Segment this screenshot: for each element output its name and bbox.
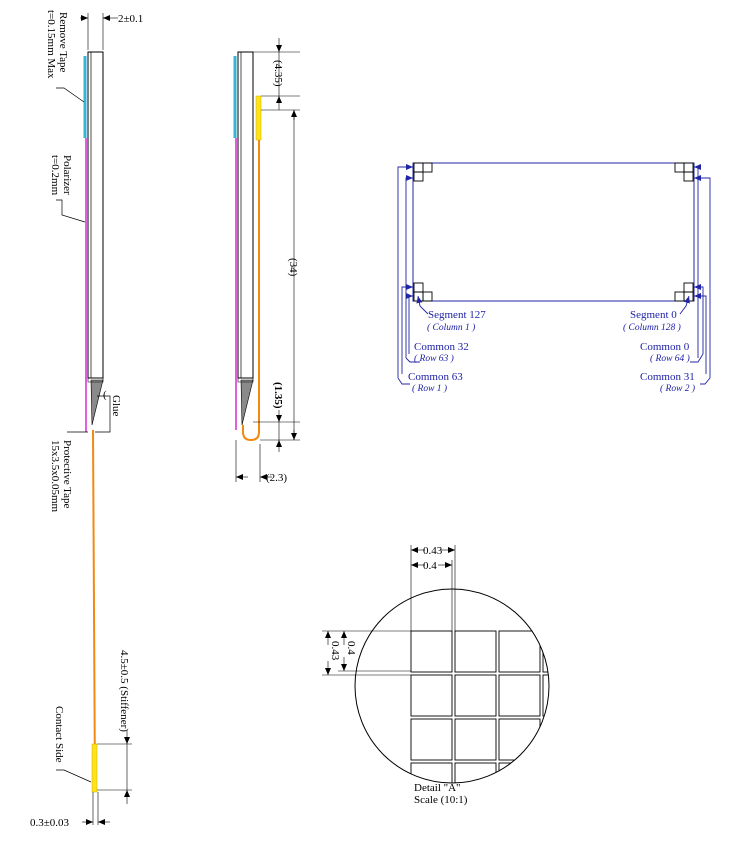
pixel-cell bbox=[542, 674, 549, 717]
contact-pad bbox=[91, 743, 98, 793]
pixel-cell bbox=[498, 630, 541, 673]
label-common-0: Common 0 bbox=[640, 341, 690, 353]
label-column-1: ( Column 1 ) bbox=[427, 322, 475, 333]
folded-fpc bbox=[242, 140, 260, 442]
glass-body bbox=[87, 51, 104, 379]
dim-pixel-y: 0.4 bbox=[345, 641, 357, 655]
pixel-cell bbox=[410, 718, 453, 761]
label-segment-127: Segment 127 bbox=[428, 309, 486, 321]
pixel-cell bbox=[410, 630, 453, 673]
pixel-cell bbox=[542, 718, 549, 761]
label-polarizer-thickness: t=0.2mm bbox=[49, 155, 61, 196]
detail-label: Detail "A" bbox=[414, 782, 461, 794]
label-remove-tape: Remove Tape bbox=[57, 12, 69, 73]
label-row-64: ( Row 64 ) bbox=[650, 353, 690, 364]
label-column-128: ( Column 128 ) bbox=[623, 322, 681, 333]
folded-view: (4.35) (34) (1.35) (2.3) bbox=[233, 38, 300, 484]
dim-folded-low: (1.35) bbox=[272, 382, 284, 409]
detail-scale: Scale (10:1) bbox=[414, 794, 468, 806]
fpc-tail bbox=[92, 429, 96, 791]
dim-fpc-thickness: 0.3±0.03 bbox=[30, 817, 70, 829]
pixel-map-labels: Segment 127 ( Column 1 ) Segment 0 ( Col… bbox=[408, 309, 695, 394]
label-protective-tape: Protective Tape bbox=[61, 440, 73, 508]
pixel-cell bbox=[498, 674, 541, 717]
label-common-32: Common 32 bbox=[414, 341, 469, 353]
glue-region bbox=[90, 379, 104, 426]
dim-folded-top: (4.35) bbox=[272, 60, 284, 87]
label-protective-tape-size: 15x3.5x0.05mm bbox=[49, 440, 61, 513]
label-common-31: Common 31 bbox=[640, 371, 695, 383]
dim-pitch-x: 0.43 bbox=[423, 545, 443, 557]
pixel-cell bbox=[542, 762, 549, 783]
pixel-grid bbox=[410, 630, 549, 783]
label-remove-tape-thickness: t=0.15mm Max bbox=[45, 10, 57, 79]
pixel-cell bbox=[454, 630, 497, 673]
dim-folded-mid: (34) bbox=[287, 258, 299, 277]
label-row-63: ( Row 63 ) bbox=[414, 353, 454, 364]
pixel-cell bbox=[542, 630, 549, 673]
pixel-cell bbox=[498, 762, 541, 783]
label-row-2: ( Row 2 ) bbox=[660, 383, 695, 394]
pixel-cell bbox=[454, 674, 497, 717]
dim-pixel-x: 0.4 bbox=[423, 560, 437, 572]
dim-folded-width: (2.3) bbox=[266, 472, 287, 484]
label-segment-0: Segment 0 bbox=[630, 309, 677, 321]
dim-pitch-y: 0.43 bbox=[329, 641, 341, 661]
pixel-cell bbox=[498, 718, 541, 761]
detail-a: 0.43 0.4 0.43 0.4 Detail "A" Scale (10:1… bbox=[322, 545, 550, 806]
active-area bbox=[412, 162, 695, 302]
pixel-map bbox=[397, 162, 711, 385]
folded-glue-region bbox=[240, 379, 254, 426]
dim-stiffener: 4.5±0.5 (Stiffener) bbox=[118, 650, 130, 732]
glue-bracket: ( bbox=[103, 389, 107, 401]
label-polarizer: Polarizer bbox=[61, 155, 73, 195]
label-glue: Glue bbox=[110, 395, 122, 417]
pixel-cell bbox=[410, 674, 453, 717]
side-view: 2±0.1 Remove Tape t=0.15mm Max Polarizer… bbox=[30, 10, 143, 829]
pixel-cell bbox=[454, 718, 497, 761]
folded-glass-body bbox=[237, 51, 254, 379]
folded-contact-pad bbox=[255, 95, 262, 141]
label-contact-side: Contact Side bbox=[53, 706, 65, 763]
label-common-63: Common 63 bbox=[408, 371, 463, 383]
dim-top-width: 2±0.1 bbox=[118, 13, 143, 25]
label-row-1: ( Row 1 ) bbox=[412, 383, 447, 394]
